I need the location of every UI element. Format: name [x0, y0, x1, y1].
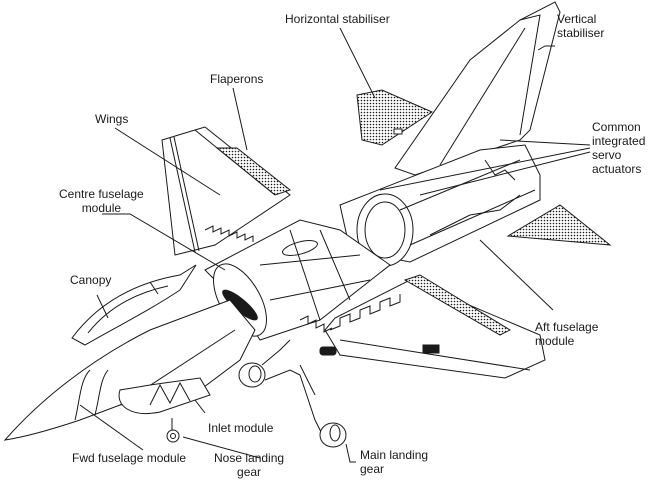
vertical-stabiliser-part	[394, 1, 561, 176]
horizontal-stabiliser-right-part	[506, 204, 612, 246]
main-landing-gear-part	[238, 339, 347, 448]
label-nose-landing-gear: Nose landing gear	[214, 451, 285, 479]
label-canopy: Canopy	[70, 273, 112, 287]
label-fwd-fuselage: Fwd fuselage module	[72, 451, 187, 465]
horizontal-stabiliser-part	[356, 89, 434, 146]
aft-fuselage-part	[339, 144, 541, 267]
label-wings: Wings	[95, 112, 129, 126]
wing-right-part	[319, 274, 546, 379]
canopy-part	[71, 264, 197, 346]
wing-left-part	[161, 126, 292, 256]
nose-landing-gear-part	[166, 418, 180, 443]
label-aft-fuselage: Aft fuselage module	[535, 320, 599, 348]
fwd-fuselage-part	[3, 299, 256, 441]
leader-lines	[79, 27, 591, 463]
label-vertical-stabiliser: Vertical stabiliser	[557, 12, 605, 40]
inlet-module-part	[118, 377, 211, 414]
label-common-actuators: Common integrated servo actuators	[592, 120, 646, 176]
label-horizontal-stabiliser: Horizontal stabiliser	[285, 12, 390, 26]
label-centre-fuselage: Centre fuselage module	[59, 187, 144, 215]
label-flaperons: Flaperons	[210, 72, 264, 86]
label-inlet-module: Inlet module	[208, 421, 274, 435]
label-main-landing-gear: Main landing gear	[360, 448, 429, 476]
